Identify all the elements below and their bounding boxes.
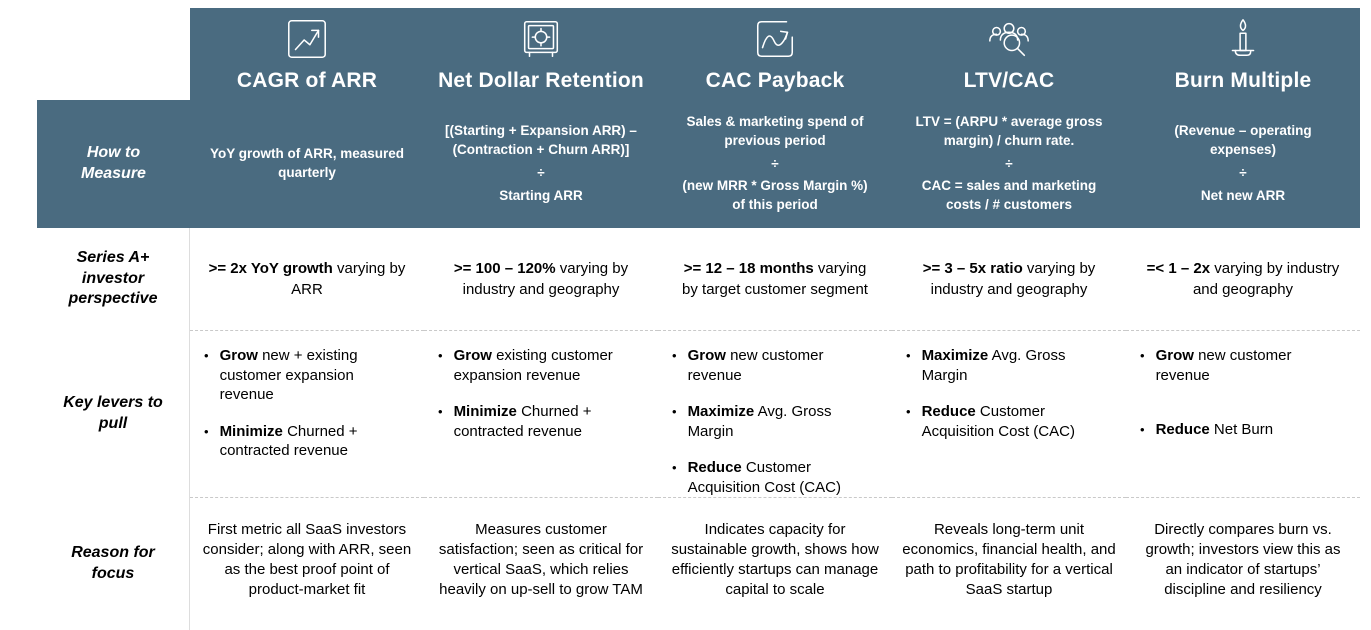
- column-header-ndr: Net Dollar Retention: [424, 8, 658, 100]
- perspective-cell-cagr: >= 2x YoY growth varying by ARR: [190, 228, 424, 330]
- metrics-grid: CAGR of ARR Net Dollar Retention: [37, 8, 1360, 630]
- reason-cell-cagr: First metric all SaaS investors consider…: [190, 497, 424, 630]
- line-chart-icon: [284, 16, 330, 62]
- perspective-cell-ndr: >= 100 – 120% varying by industry and ge…: [424, 228, 658, 330]
- measure-cell-burn-multiple: (Revenue – operating expenses) ÷ Net new…: [1126, 100, 1360, 228]
- people-magnifier-icon: [986, 16, 1032, 62]
- perspective-benchmark: >= 3 – 5x ratio: [922, 260, 1023, 277]
- divide-symbol: ÷: [1239, 165, 1247, 180]
- bullet-icon: •: [906, 348, 911, 363]
- measure-text: Starting ARR: [499, 187, 583, 203]
- levers-cell-cac-payback: •Grow new customer revenue •Maximize Avg…: [658, 330, 892, 497]
- column-title: Burn Multiple: [1174, 69, 1312, 92]
- row-label-reason-for-focus: Reason for focus: [37, 497, 190, 630]
- perspective-benchmark: >= 2x YoY growth: [208, 260, 333, 277]
- perspective-cell-cac-payback: >= 12 – 18 months varying by target cust…: [658, 228, 892, 330]
- measure-text: LTV = (ARPU * average gross margin) / ch…: [915, 113, 1103, 148]
- column-title: CAC Payback: [705, 69, 845, 92]
- vault-icon: [518, 16, 564, 62]
- levers-cell-ndr: •Grow existing customer expansion revenu…: [424, 330, 658, 497]
- perspective-benchmark: >= 100 – 120%: [453, 260, 556, 277]
- reason-text: Indicates capacity for sustainable growt…: [671, 520, 879, 599]
- lever-item: •Reduce Customer Acquisition Cost (CAC): [906, 403, 1075, 440]
- perspective-benchmark: =< 1 – 2x: [1146, 260, 1211, 277]
- column-header-cac-payback: CAC Payback: [658, 8, 892, 100]
- divide-symbol: ÷: [1005, 155, 1013, 171]
- column-title: LTV/CAC: [963, 69, 1055, 92]
- reason-cell-ndr: Measures customer satisfaction; seen as …: [424, 497, 658, 630]
- row-label-key-levers: Key levers to pull: [37, 330, 190, 497]
- perspective-cell-ltv-cac: >= 3 – 5x ratio varying by industry and …: [892, 228, 1126, 330]
- column-title: CAGR of ARR: [236, 69, 378, 92]
- lever-item: •Minimize Churned + contracted revenue: [204, 422, 358, 460]
- reason-text: Measures customer satisfaction; seen as …: [438, 520, 644, 599]
- reason-cell-burn-multiple: Directly compares burn vs. growth; inves…: [1126, 497, 1360, 630]
- levers-cell-cagr: •Grow new + existing customer expansion …: [190, 330, 424, 497]
- measure-text: YoY growth of ARR, measured quarterly: [209, 146, 405, 180]
- bullet-icon: •: [906, 404, 911, 419]
- perspective-cell-burn-multiple: =< 1 – 2x varying by industry and geogra…: [1126, 228, 1360, 330]
- reason-text: Reveals long-term unit economics, financ…: [902, 520, 1116, 599]
- bullet-icon: •: [672, 404, 677, 419]
- reason-cell-ltv-cac: Reveals long-term unit economics, financ…: [892, 497, 1126, 630]
- perspective-qualifier: varying by ARR: [291, 260, 406, 298]
- perspective-qualifier: varying by target customer segment: [682, 260, 868, 298]
- row-label-how-to-measure: How to Measure: [37, 100, 190, 228]
- measure-text: Net new ARR: [1200, 187, 1286, 203]
- lever-item: •Maximize Avg. Gross Margin: [672, 403, 832, 440]
- levers-cell-ltv-cac: •Maximize Avg. Gross Margin •Reduce Cust…: [892, 330, 1126, 497]
- perspective-benchmark: >= 12 – 18 months: [683, 260, 814, 277]
- corner-spacer: [37, 8, 190, 100]
- column-title: Net Dollar Retention: [438, 69, 644, 92]
- bullet-icon: •: [204, 348, 209, 363]
- bullet-icon: •: [204, 423, 209, 439]
- perspective-qualifier: varying by industry and geography: [1192, 260, 1340, 298]
- reason-text: Directly compares burn vs. growth; inves…: [1145, 520, 1341, 599]
- measure-text: Sales & marketing spend of previous peri…: [686, 113, 864, 148]
- perspective-qualifier: varying by industry and geography: [930, 260, 1096, 298]
- bullet-icon: •: [438, 404, 443, 419]
- divide-symbol: ÷: [771, 155, 779, 171]
- divide-symbol: ÷: [537, 165, 545, 180]
- measure-text: CAC = sales and marketing costs / # cust…: [921, 178, 1097, 213]
- lever-item: •Reduce Net Burn: [1140, 421, 1274, 438]
- lever-item: •Maximize Avg. Gross Margin: [906, 347, 1066, 384]
- wave-icon: [752, 16, 798, 62]
- reason-cell-cac-payback: Indicates capacity for sustainable growt…: [658, 497, 892, 630]
- measure-cell-cac-payback: Sales & marketing spend of previous peri…: [658, 100, 892, 228]
- column-header-cagr: CAGR of ARR: [190, 8, 424, 100]
- measure-cell-ndr: [(Starting + Expansion ARR) – (Contracti…: [424, 100, 658, 228]
- reason-text: First metric all SaaS investors consider…: [202, 520, 412, 599]
- levers-cell-burn-multiple: •Grow new customer revenue •Reduce Net B…: [1126, 330, 1360, 497]
- column-header-ltv-cac: LTV/CAC: [892, 8, 1126, 100]
- bullet-icon: •: [1140, 348, 1145, 363]
- bullet-icon: •: [672, 348, 677, 363]
- bullet-icon: •: [438, 348, 443, 363]
- column-header-burn-multiple: Burn Multiple: [1126, 8, 1360, 100]
- lever-item: •Reduce Customer Acquisition Cost (CAC): [672, 459, 841, 496]
- measure-text: (Revenue – operating expenses): [1174, 123, 1312, 158]
- bullet-icon: •: [672, 460, 677, 475]
- lever-item: •Grow new + existing customer expansion …: [204, 347, 358, 403]
- measure-text: (new MRR * Gross Margin %) of this perio…: [682, 178, 868, 213]
- measure-cell-ltv-cac: LTV = (ARPU * average gross margin) / ch…: [892, 100, 1126, 228]
- lever-item: •Minimize Churned + contracted revenue: [438, 403, 592, 440]
- candle-icon: [1220, 16, 1266, 62]
- measure-text: [(Starting + Expansion ARR) – (Contracti…: [445, 123, 637, 158]
- bullet-icon: •: [1140, 422, 1145, 437]
- lever-item: •Grow new customer revenue: [1140, 347, 1292, 384]
- row-label-investor-perspective: Series A+ investor perspective: [37, 228, 190, 330]
- lever-item: •Grow new customer revenue: [672, 347, 824, 384]
- perspective-qualifier: varying by industry and geography: [462, 260, 629, 298]
- lever-item: •Grow existing customer expansion revenu…: [438, 347, 613, 384]
- measure-cell-cagr: YoY growth of ARR, measured quarterly: [190, 100, 424, 228]
